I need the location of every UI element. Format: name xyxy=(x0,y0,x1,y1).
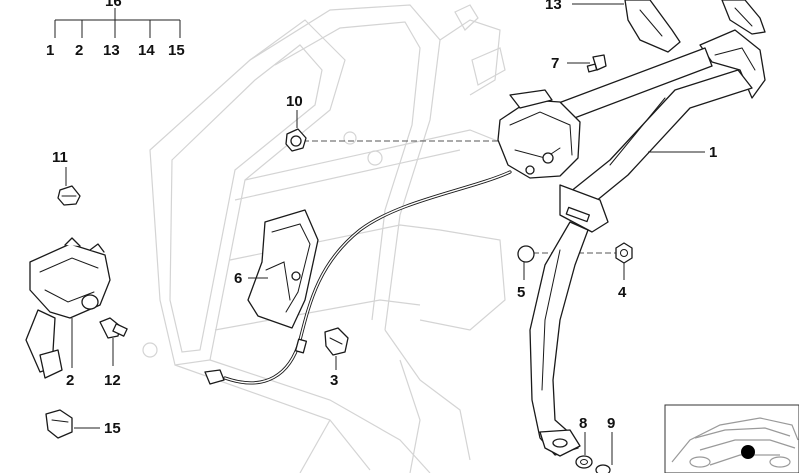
group-child-label: 15 xyxy=(168,42,185,59)
callout-9: 9 xyxy=(607,415,615,432)
callout-7: 7 xyxy=(551,55,559,72)
callout-8: 8 xyxy=(579,415,587,432)
callout-3: 3 xyxy=(330,372,338,389)
seat-frame-outline xyxy=(142,4,521,473)
group-label-16: 16 xyxy=(105,0,122,10)
part-1-seat-belt xyxy=(497,29,766,457)
part-2-buckle xyxy=(25,237,111,379)
callout-13: 13 xyxy=(545,0,562,13)
callout-12: 12 xyxy=(104,372,121,389)
location-marker-icon xyxy=(741,445,755,459)
part-10-grommet xyxy=(285,128,307,152)
part-15-fastener xyxy=(45,409,73,439)
part-8-washer xyxy=(575,455,593,469)
vehicle-location-thumbnail xyxy=(664,404,799,473)
callout-10: 10 xyxy=(286,93,303,110)
part-4-nut xyxy=(615,242,633,264)
belt-cable xyxy=(204,170,512,385)
part-7-bolt xyxy=(586,54,607,73)
group-child-label: 1 xyxy=(46,42,54,59)
callout-4: 4 xyxy=(618,284,627,301)
callout-11: 11 xyxy=(52,149,68,166)
group-child-label: 14 xyxy=(138,42,155,59)
part-6-bracket xyxy=(247,209,319,329)
callout-15: 15 xyxy=(104,420,121,437)
part-5-cap xyxy=(517,245,535,263)
part-12-stud xyxy=(99,317,128,339)
callout-6: 6 xyxy=(234,270,242,287)
reference-lines xyxy=(303,140,618,254)
group-child-label: 2 xyxy=(75,42,83,59)
callout-5: 5 xyxy=(517,284,525,301)
group-child-label: 13 xyxy=(103,42,120,59)
callout-2: 2 xyxy=(66,372,74,389)
group-bracket xyxy=(54,8,181,38)
part-9-washer xyxy=(595,464,611,473)
part-3-clip xyxy=(324,327,349,356)
part-11-screw xyxy=(57,185,81,206)
callout-1: 1 xyxy=(709,144,717,161)
part-13-trim xyxy=(624,0,766,53)
